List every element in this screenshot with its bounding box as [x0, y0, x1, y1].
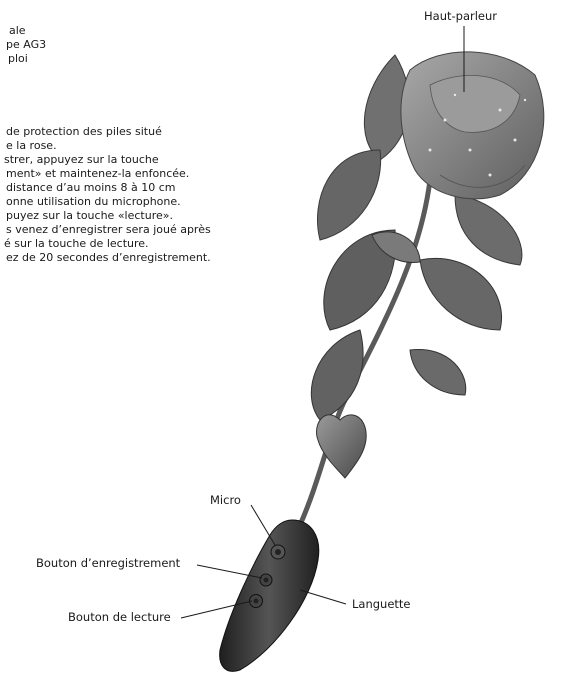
instruction-line: puyez sur la touche «lecture».	[6, 209, 173, 223]
instruction-line: e la rose.	[6, 139, 57, 153]
label-play-button: Bouton de lecture	[68, 610, 171, 624]
label-tab: Languette	[352, 597, 411, 611]
instruction-line: é sur la touche de lecture.	[4, 237, 149, 251]
instruction-line: s venez d’enregistrer sera joué après	[6, 223, 211, 237]
instruction-line: ment» et maintenez-la enfoncée.	[6, 167, 189, 181]
label-mic: Micro	[210, 493, 241, 507]
intro-line: ale	[9, 24, 26, 38]
instruction-line: de protection des piles situé	[6, 125, 162, 139]
label-record-button: Bouton d’enregistrement	[36, 556, 180, 570]
instruction-line: distance d’au moins 8 à 10 cm	[6, 181, 176, 195]
instruction-line: strer, appuyez sur la touche	[4, 153, 159, 167]
intro-line: ploi	[8, 52, 28, 66]
instruction-line: ez de 20 secondes d’enregistrement.	[6, 251, 211, 265]
instruction-line: onne utilisation du microphone.	[6, 195, 181, 209]
label-speaker: Haut-parleur	[424, 9, 497, 23]
intro-line: pe AG3	[6, 38, 46, 52]
